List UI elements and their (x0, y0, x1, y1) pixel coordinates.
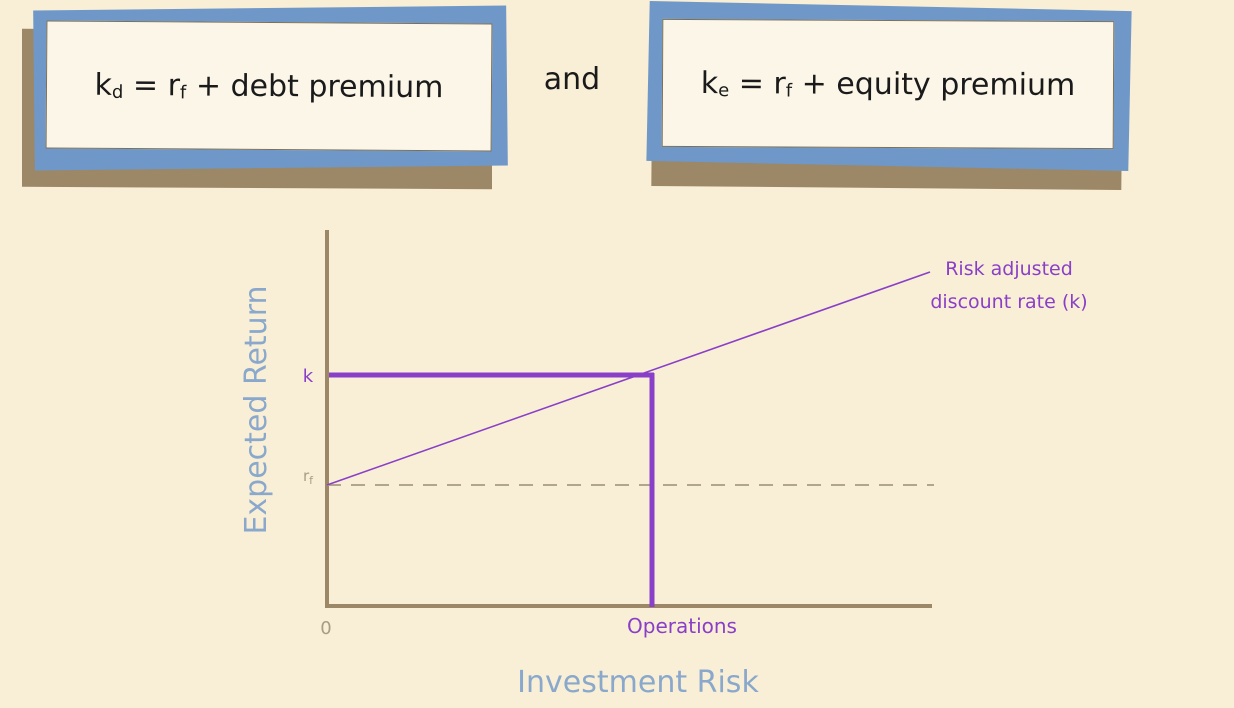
x-tick-operations: Operations (627, 614, 737, 638)
line-label-line1: Risk adjusted (945, 258, 1073, 280)
conjunction-and: and (543, 62, 601, 97)
x-tick-0: 0 (320, 618, 331, 639)
x-axis-label: Investment Risk (517, 665, 759, 700)
risk-adjusted-rate-line (326, 271, 931, 486)
y-tick-rf: rf (303, 467, 314, 487)
y-axis-label: Expected Return (239, 285, 274, 534)
line-label-line2: discount rate (k) (930, 291, 1087, 313)
y-tick-k: k (303, 366, 314, 387)
